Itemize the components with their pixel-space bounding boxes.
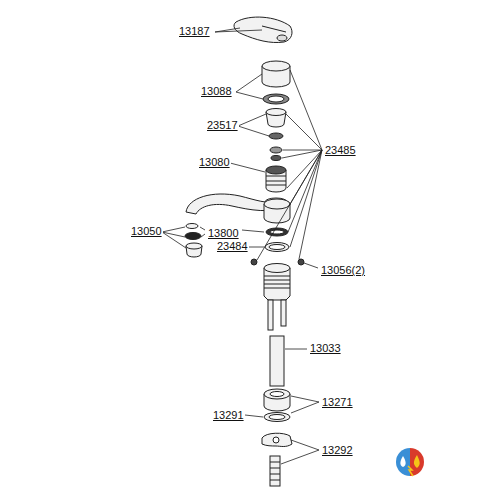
stud-thread: [270, 462, 280, 480]
aerator-washer: [186, 224, 198, 229]
callout-number: 13800: [207, 227, 240, 239]
callout-number: 23485: [324, 144, 357, 156]
handle-screw: [277, 35, 287, 41]
brand-logo: [396, 448, 424, 476]
cartridge-top: [266, 166, 286, 174]
aerator-ring: [185, 233, 201, 240]
cap-ring: [263, 94, 289, 104]
callout-number: 13292: [321, 444, 354, 456]
leader-lines: [162, 28, 322, 464]
base-seal-hole: [269, 245, 285, 250]
cartridge-lines: [266, 176, 286, 185]
threaded-rod: [270, 336, 284, 386]
body-thread: [264, 276, 290, 288]
supply-hose: [268, 300, 273, 330]
small-seal-2: [271, 156, 281, 161]
callout-number: 23517: [206, 119, 239, 131]
o-ring: [266, 228, 288, 236]
callout-number: 13271: [321, 396, 354, 408]
callout-number: 13187: [178, 25, 211, 37]
spout-collar-top: [264, 199, 290, 209]
callout-number: 13291: [212, 409, 245, 421]
base-seal: [265, 243, 289, 252]
callout-number: 13056(2): [320, 264, 366, 276]
lever-handle-detail: [262, 26, 286, 32]
body-top: [264, 264, 290, 273]
callout-number: 13080: [198, 156, 231, 168]
mounting-washer: [264, 413, 290, 422]
small-seal: [270, 147, 282, 153]
stud: [270, 456, 280, 486]
cap-ring-hole: [268, 96, 284, 102]
mounting-nut-top: [264, 389, 290, 399]
set-screw: [251, 259, 257, 265]
clamp-hole: [273, 437, 279, 443]
callout-number: 13050: [130, 225, 163, 237]
o-ring-hole: [270, 230, 284, 234]
set-screw: [298, 259, 304, 265]
aerator-top: [186, 243, 202, 249]
mounting-nut-hole: [270, 392, 284, 397]
adapter-top: [266, 109, 286, 116]
callout-number: 23484: [216, 240, 249, 252]
clamp-plate: [262, 433, 292, 446]
supply-hose: [281, 300, 286, 326]
cap-top: [262, 61, 290, 71]
lever-handle: [234, 17, 292, 42]
mounting-washer-hole: [269, 415, 285, 420]
callout-number: 13033: [309, 342, 342, 354]
adapter-ring: [269, 133, 283, 139]
callout-number: 13088: [200, 85, 233, 97]
